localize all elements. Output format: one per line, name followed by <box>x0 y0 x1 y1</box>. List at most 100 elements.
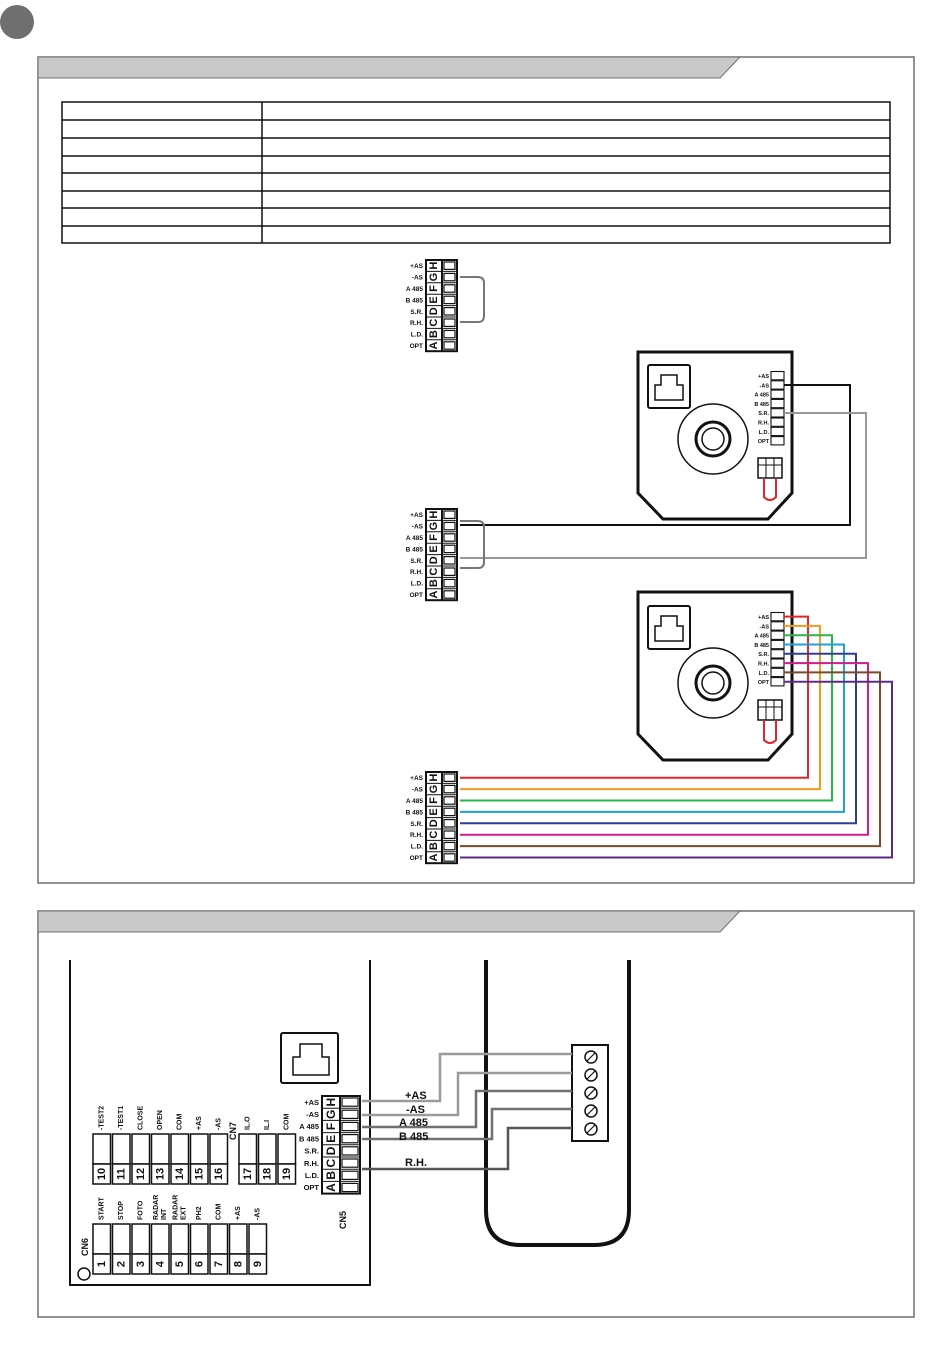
colored-wire <box>460 615 809 779</box>
panel-1-header-bar <box>37 56 742 79</box>
device-pin-socket <box>770 611 785 622</box>
pin-socket <box>443 521 456 531</box>
colored-wires <box>460 615 893 859</box>
pin-letter: D <box>428 307 440 315</box>
panel-2-header-bar <box>37 910 742 933</box>
pin-label: B 485 <box>406 809 424 816</box>
pin-letter: H <box>428 774 440 782</box>
accessory-body <box>484 960 631 1247</box>
wires-panel-1-device-1 <box>460 384 867 569</box>
pin-socket <box>341 1182 359 1193</box>
pin-label: B 485 <box>406 297 424 304</box>
pin-label: +AS <box>304 1098 319 1107</box>
pin-label: S.R. <box>304 1147 319 1156</box>
colored-wire <box>460 671 881 848</box>
pin-label: -AS <box>412 275 424 282</box>
pin-socket <box>341 1097 359 1107</box>
terminal-number: 11 <box>115 1168 127 1180</box>
terminal-label: RADAR <box>172 1195 179 1220</box>
pin-letter: E <box>428 545 440 552</box>
pin-letter: A <box>324 1183 338 1192</box>
pin-letter: E <box>428 808 440 815</box>
terminal-number: 12 <box>135 1168 147 1180</box>
pin-label: B 485 <box>406 546 424 553</box>
terminal-number: 10 <box>96 1168 108 1180</box>
pin-letter: F <box>428 285 440 292</box>
terminal-label: IL.O <box>244 1116 251 1130</box>
terminal-number: 7 <box>213 1261 225 1267</box>
terminal-label: STOP <box>118 1201 125 1220</box>
pin-letter: C <box>428 831 440 839</box>
terminal-socket <box>170 1223 190 1255</box>
pin-letter: G <box>324 1110 338 1119</box>
pin-label: +AS <box>410 263 423 270</box>
colored-wire <box>460 634 833 802</box>
pin-letter: G <box>428 785 440 794</box>
terminal-label: CLOSE <box>137 1106 144 1130</box>
pin-socket <box>443 261 456 271</box>
pin-label: -AS <box>306 1110 319 1119</box>
sensor-device-2 <box>636 590 794 762</box>
wire-label-plus-as: +AS <box>405 1090 427 1102</box>
terminal-number: 2 <box>115 1261 127 1267</box>
terminal-number: 9 <box>252 1261 264 1267</box>
terminal-socket <box>92 1223 112 1255</box>
pin-socket <box>443 307 456 316</box>
wire-label-minus-as: -AS <box>406 1104 425 1116</box>
pin-socket <box>443 284 456 293</box>
device-pin-socket <box>770 417 785 427</box>
pin-label: OPT <box>410 855 423 862</box>
pin-label: A 485 <box>406 798 423 805</box>
pin-letter: G <box>428 273 440 282</box>
pin-socket <box>443 341 456 350</box>
device-pin-socket <box>770 380 785 390</box>
pin-socket <box>443 830 456 840</box>
pin-label: A 485 <box>406 286 423 293</box>
terminal-socket <box>189 1133 209 1165</box>
device-pin-socket <box>770 658 785 668</box>
pin-socket <box>443 773 456 783</box>
device-pin-socket <box>770 677 785 687</box>
device-pin-socket <box>770 370 785 381</box>
pin-letter: H <box>428 511 440 519</box>
pin-letter: E <box>428 296 440 303</box>
terminal-socket <box>209 1223 229 1255</box>
pin-socket <box>443 544 456 554</box>
pin-letter: F <box>428 797 440 804</box>
terminal-number: 18 <box>261 1168 273 1180</box>
cn5-label: CN5 <box>338 1211 348 1229</box>
terminal-number: 6 <box>193 1261 205 1267</box>
terminal-label: COM <box>176 1114 183 1131</box>
terminal-socket <box>92 1133 112 1165</box>
device-pin-label: R.H. <box>758 661 769 667</box>
pin-letter: C <box>428 319 440 327</box>
pin-socket <box>443 590 456 599</box>
pin-label: +AS <box>410 512 423 519</box>
panel-2-wires <box>362 1052 572 1171</box>
page-badge <box>0 5 34 39</box>
device-pin-label: +AS <box>758 374 769 380</box>
accessory-terminal-block <box>571 1044 609 1142</box>
pin-label: +AS <box>410 775 423 782</box>
terminal-socket <box>170 1133 190 1165</box>
pin-label: L.D. <box>411 581 423 588</box>
terminal-number: 16 <box>213 1168 225 1180</box>
terminal-socket <box>209 1133 229 1165</box>
device-pin-socket <box>770 436 785 446</box>
pin-letter: B <box>428 579 440 587</box>
pin-socket <box>341 1146 359 1156</box>
pin-label: R.H. <box>410 832 423 839</box>
pin-letter: B <box>428 330 440 338</box>
terminal-number: 5 <box>174 1261 186 1267</box>
terminal-socket <box>131 1133 151 1165</box>
pin-label: OPT <box>410 343 423 350</box>
pin-label: OPT <box>304 1183 320 1192</box>
terminal-label: +AS <box>196 1116 203 1130</box>
pin-letter: G <box>428 522 440 531</box>
device-pin-socket <box>770 389 785 399</box>
device-pin-label: L.D. <box>759 671 770 677</box>
